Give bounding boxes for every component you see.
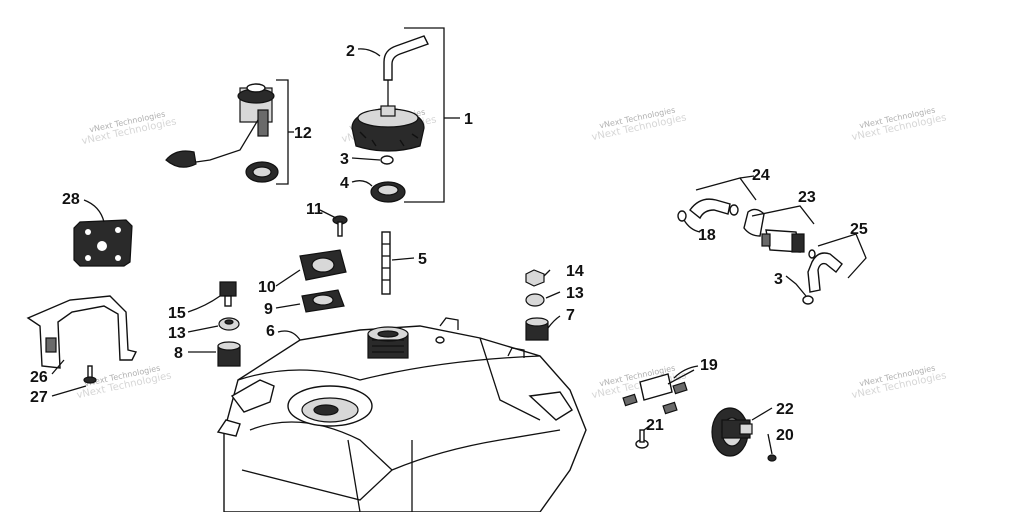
bolt-15-part <box>219 281 237 307</box>
callout-3-upper: 3 <box>340 151 349 168</box>
callout-23: 23 <box>798 189 816 206</box>
vacuum-valve-part <box>711 407 753 457</box>
callout-10: 10 <box>258 279 276 296</box>
fuel-pump-sender-part <box>165 83 279 183</box>
callout-3-lower: 3 <box>774 271 783 288</box>
lower-seal-part <box>301 289 345 313</box>
bolt-21-part <box>635 429 649 449</box>
leader-lines <box>51 48 807 455</box>
fuel-cap-part <box>351 105 425 152</box>
callout-24: 24 <box>752 167 770 184</box>
nut-14-part <box>525 269 545 287</box>
hose-24-part <box>677 198 739 222</box>
mounting-plate-part <box>73 219 133 267</box>
small-bolt-part <box>332 215 348 237</box>
callout-5: 5 <box>418 251 427 268</box>
fuel-tank-part <box>216 317 587 512</box>
vent-hose-part <box>383 35 429 108</box>
callout-26: 26 <box>30 369 48 386</box>
callout-28: 28 <box>62 191 80 208</box>
callout-2: 2 <box>346 43 355 60</box>
grommet-7-part <box>525 317 549 341</box>
fuel-pump-bracket <box>276 79 294 185</box>
upper-seal-part <box>299 249 347 281</box>
callout-13-left: 13 <box>168 325 186 342</box>
callout-9: 9 <box>264 301 273 318</box>
spacer-13-left-part <box>218 317 240 331</box>
callout-15: 15 <box>168 305 186 322</box>
callout-6: 6 <box>266 323 275 340</box>
hose-25-bracket <box>817 233 867 279</box>
callout-4: 4 <box>340 175 349 192</box>
callout-25: 25 <box>850 221 868 238</box>
callout-7: 7 <box>566 307 575 324</box>
fuel-filter-bracket <box>751 205 815 225</box>
screw-27-part <box>83 365 97 384</box>
callout-12: 12 <box>294 125 312 142</box>
strainer-tube-part <box>381 231 391 295</box>
fitting-19-part <box>622 369 695 415</box>
fuel-filter-part <box>743 208 805 253</box>
grommet-8-part <box>217 341 241 367</box>
spacer-13-right-part <box>525 293 545 307</box>
callout-19: 19 <box>700 357 718 374</box>
callout-1: 1 <box>464 111 473 128</box>
callout-14: 14 <box>566 263 584 280</box>
gasket-part <box>370 181 406 203</box>
callout-20: 20 <box>776 427 794 444</box>
callout-labels: 1 2 3 4 5 6 7 8 9 10 11 12 13 13 14 15 1… <box>30 43 868 444</box>
cap-assembly-bracket <box>404 27 460 203</box>
hose-25-part <box>802 249 843 305</box>
o-ring-part <box>380 155 394 165</box>
tank-bracket-part <box>26 295 138 369</box>
callout-11: 11 <box>306 201 323 218</box>
callout-18: 18 <box>698 227 716 244</box>
callout-27: 27 <box>30 389 48 406</box>
callout-8: 8 <box>174 345 183 362</box>
callout-21: 21 <box>646 417 664 434</box>
screw-20-part <box>767 454 777 462</box>
callout-13-right: 13 <box>566 285 584 302</box>
callout-22: 22 <box>776 401 794 418</box>
hose-24-bracket <box>695 175 757 201</box>
